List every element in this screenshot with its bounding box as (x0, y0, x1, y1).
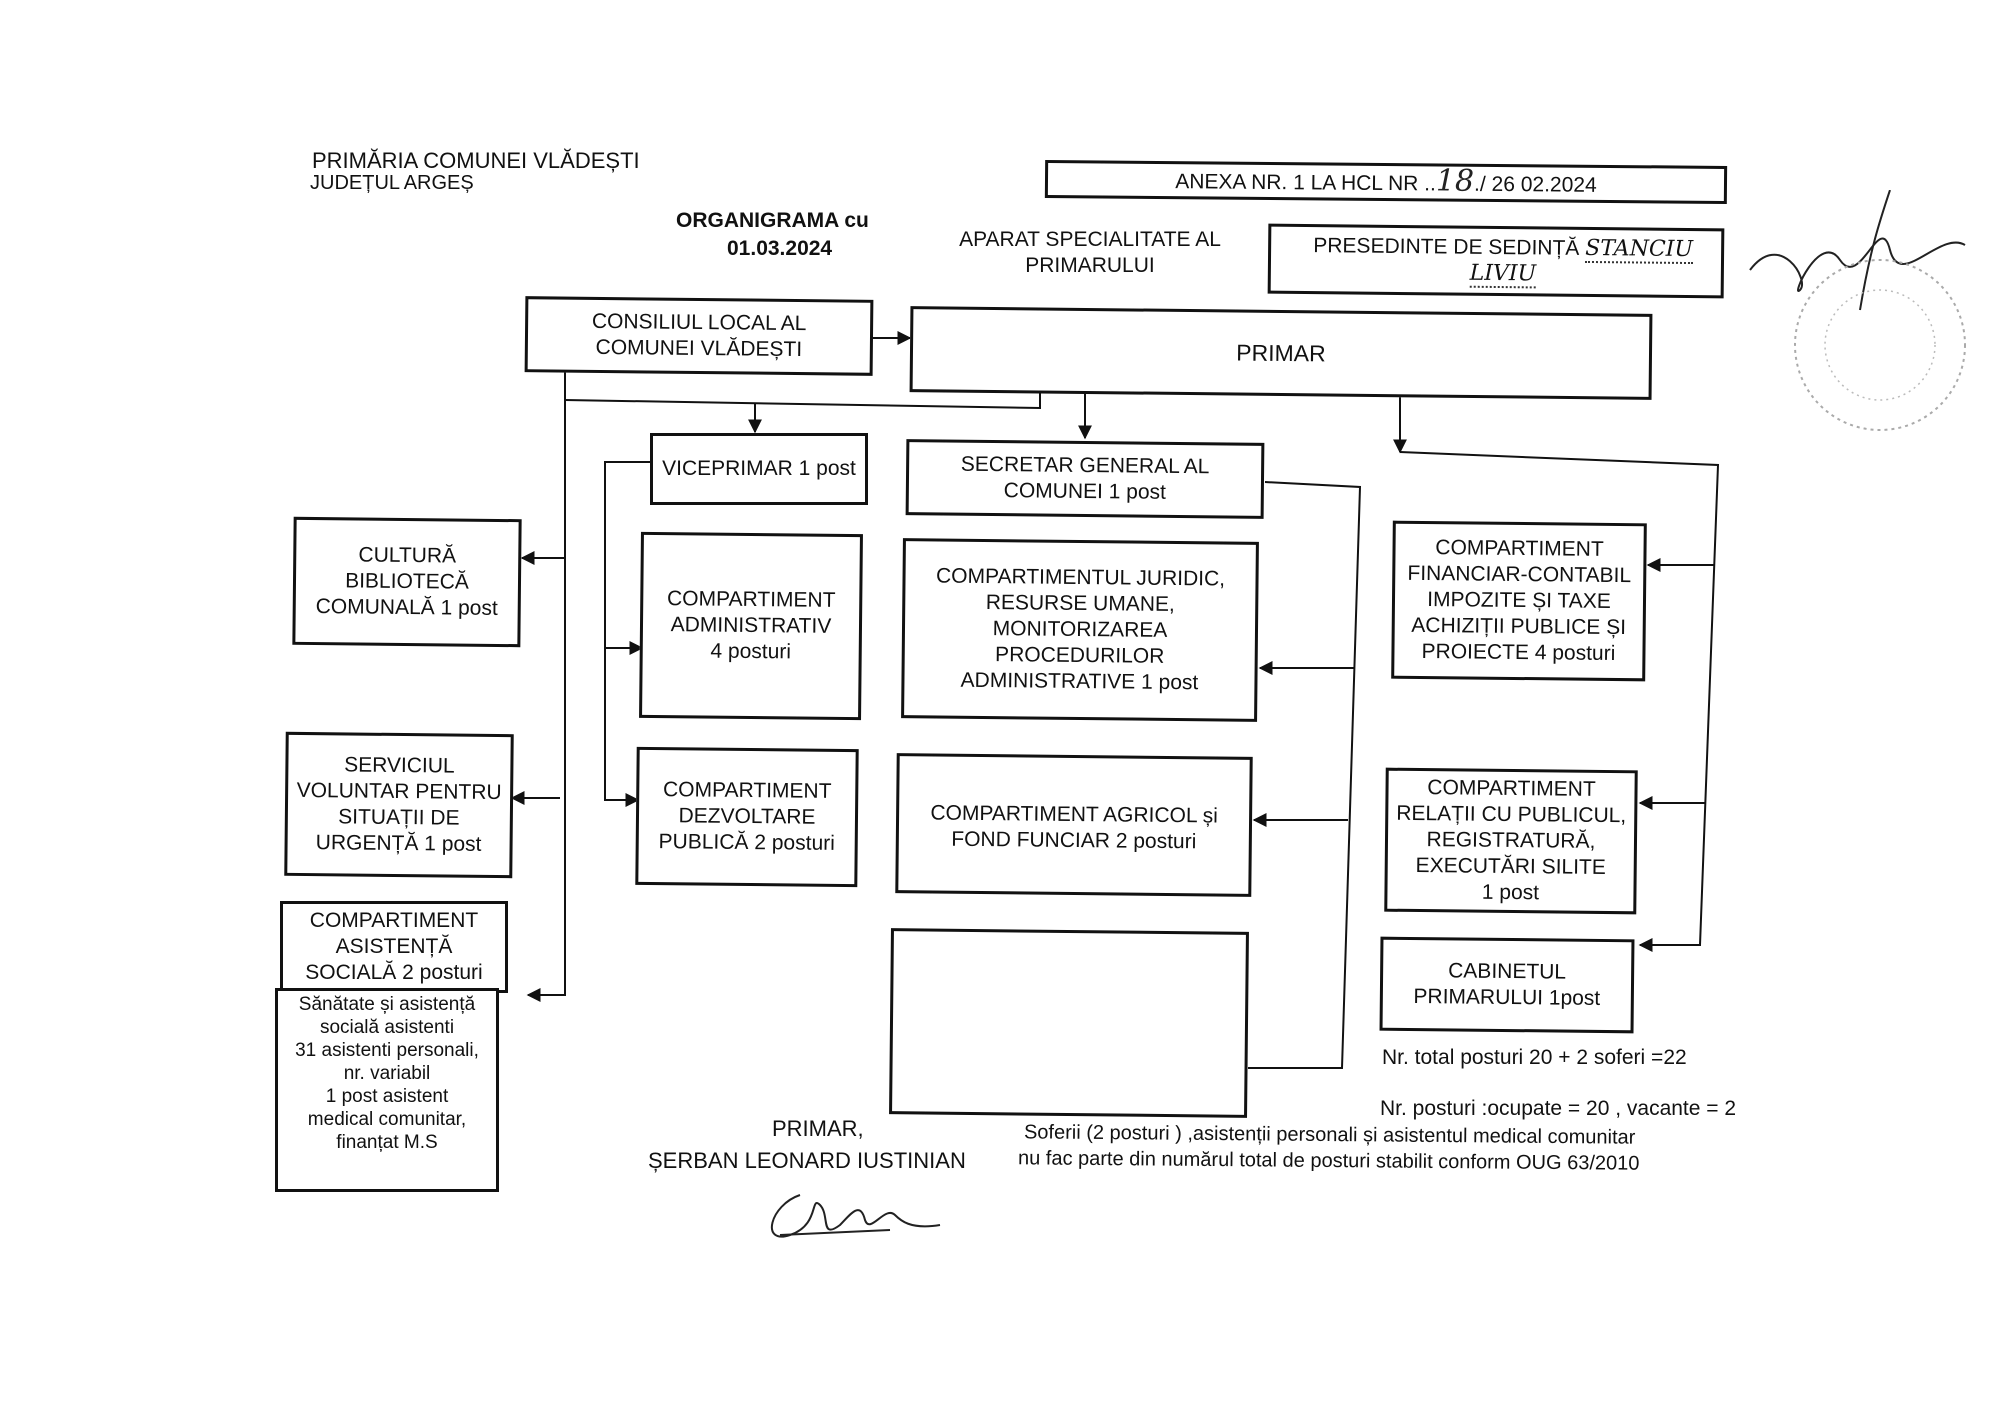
primar-box: PRIMAR (909, 306, 1653, 400)
secretar-general-box: SECRETAR GENERAL AL COMUNEI 1 post (905, 439, 1265, 519)
viceprimar-label: VICEPRIMAR 1 post (662, 457, 856, 480)
annex-suffix: ./ 26 02.2024 (1473, 172, 1597, 197)
county-name: JUDEȚUL ARGEȘ (310, 172, 474, 194)
aparat-text: APARAT SPECIALITATE AL PRIMARULUI (959, 228, 1221, 277)
compartiment-administrativ-box: COMPARTIMENT ADMINISTRATIV 4 posturi (639, 531, 863, 721)
left-bus (526, 370, 566, 1002)
cabinet-primar-box: CABINETUL PRIMARULUI 1post (1379, 936, 1635, 1034)
primar-label: PRIMAR (1236, 339, 1326, 367)
sanatate-asistenta-label: Sănătate și asistență socială asistenti … (295, 994, 479, 1153)
serviciu-voluntar-box: SERVICIUL VOLUNTAR PENTRU SITUAȚII DE UR… (284, 731, 514, 879)
cabinet-primar-label: CABINETUL PRIMARULUI 1post (1413, 959, 1601, 1010)
institution-name: PRIMĂRIA COMUNEI VLĂDEȘTI (312, 148, 640, 173)
compartiment-agricol-box: COMPARTIMENT AGRICOL și FOND FUNCIAR 2 p… (895, 753, 1253, 897)
compartiment-dezvoltare-box: COMPARTIMENT DEZVOLTARE PUBLICĂ 2 postur… (635, 746, 859, 888)
secretar-general-label: SECRETAR GENERAL AL COMUNEI 1 post (960, 452, 1210, 504)
drivers-note-line2: nu fac parte din numărul total de postur… (1017, 1147, 1640, 1175)
compartiment-juridic-label: COMPARTIMENTUL JURIDIC, RESURSE UMANE, M… (935, 564, 1226, 695)
cultura-biblioteca-label: CULTURĂ BIBLIOTECĂ COMUNALĂ 1 post (315, 543, 498, 620)
compartiment-administrativ-label: COMPARTIMENT ADMINISTRATIV 4 posturi (666, 587, 836, 664)
asistenta-sociala-label: COMPARTIMENT ASISTENȚĂ SOCIALĂ 2 posturi (305, 909, 483, 984)
right-bus (1399, 451, 1720, 952)
viceprimar-bus (604, 461, 650, 807)
consiliu-local-box: CONSILIUL LOCAL AL COMUNEI VLĂDEȘTI (524, 296, 874, 376)
compartiment-dezvoltare-label: COMPARTIMENT DEZVOLTARE PUBLICĂ 2 postur… (658, 778, 835, 855)
viceprimar-box: VICEPRIMAR 1 post (650, 433, 868, 505)
signatory-name: ȘERBAN LEONARD IUSTINIAN (648, 1148, 966, 1173)
serviciu-voluntar-label: SERVICIUL VOLUNTAR PENTRU SITUAȚII DE UR… (296, 753, 502, 856)
aparat-label: APARAT SPECIALITATE AL PRIMARULUI (930, 222, 1250, 284)
compartiment-agricol-label: COMPARTIMENT AGRICOL și FOND FUNCIAR 2 p… (930, 801, 1218, 854)
compartiment-juridic-box: COMPARTIMENTUL JURIDIC, RESURSE UMANE, M… (901, 538, 1259, 722)
annex-number: 18 (1435, 162, 1475, 199)
compartiment-relatii-box: COMPARTIMENT RELAȚII CU PUBLICUL, REGIST… (1384, 767, 1638, 915)
signatory-role: PRIMAR, (772, 1116, 864, 1141)
presedinte-box: PRESEDINTE DE SEDINȚĂ STANCIU LIVIU (1267, 223, 1725, 299)
presedinte-label: PRESEDINTE DE SEDINȚĂ (1313, 234, 1580, 260)
compartiment-financiar-box: COMPARTIMENT FINANCIAR-CONTABIL IMPOZITE… (1391, 520, 1647, 682)
cultura-biblioteca-box: CULTURĂ BIBLIOTECĂ COMUNALĂ 1 post (292, 516, 522, 648)
org-chart-title: ORGANIGRAMA cu (676, 209, 869, 232)
official-stamp-icon (1794, 259, 1966, 431)
secretar-bus (1248, 481, 1362, 1069)
compartiment-financiar-label: COMPARTIMENT FINANCIAR-CONTABIL IMPOZITE… (1407, 536, 1632, 666)
presedinte-signature-icon (1749, 190, 1966, 311)
compartiment-relatii-label: COMPARTIMENT RELAȚII CU PUBLICUL, REGIST… (1396, 776, 1627, 905)
org-chart-date: 01.03.2024 (727, 237, 833, 260)
sanatate-asistenta-box: Sănătate și asistență socială asistenti … (275, 988, 499, 1192)
occupied-posts-note: Nr. posturi :ocupate = 20 , vacante = 2 (1380, 1097, 1737, 1120)
asistenta-sociala-box: COMPARTIMENT ASISTENȚĂ SOCIALĂ 2 posturi (280, 901, 508, 993)
total-posts-note: Nr. total posturi 20 + 2 soferi =22 (1382, 1046, 1687, 1069)
annex-prefix: ANEXA NR. 1 LA HCL NR .. (1175, 169, 1437, 195)
empty-box (889, 928, 1249, 1118)
mayor-signature-icon (771, 1194, 941, 1238)
consiliu-local-label: CONSILIUL LOCAL AL COMUNEI VLĂDEȘTI (591, 309, 807, 362)
annex-box: ANEXA NR. 1 LA HCL NR ..18./ 26 02.2024 (1044, 160, 1728, 204)
